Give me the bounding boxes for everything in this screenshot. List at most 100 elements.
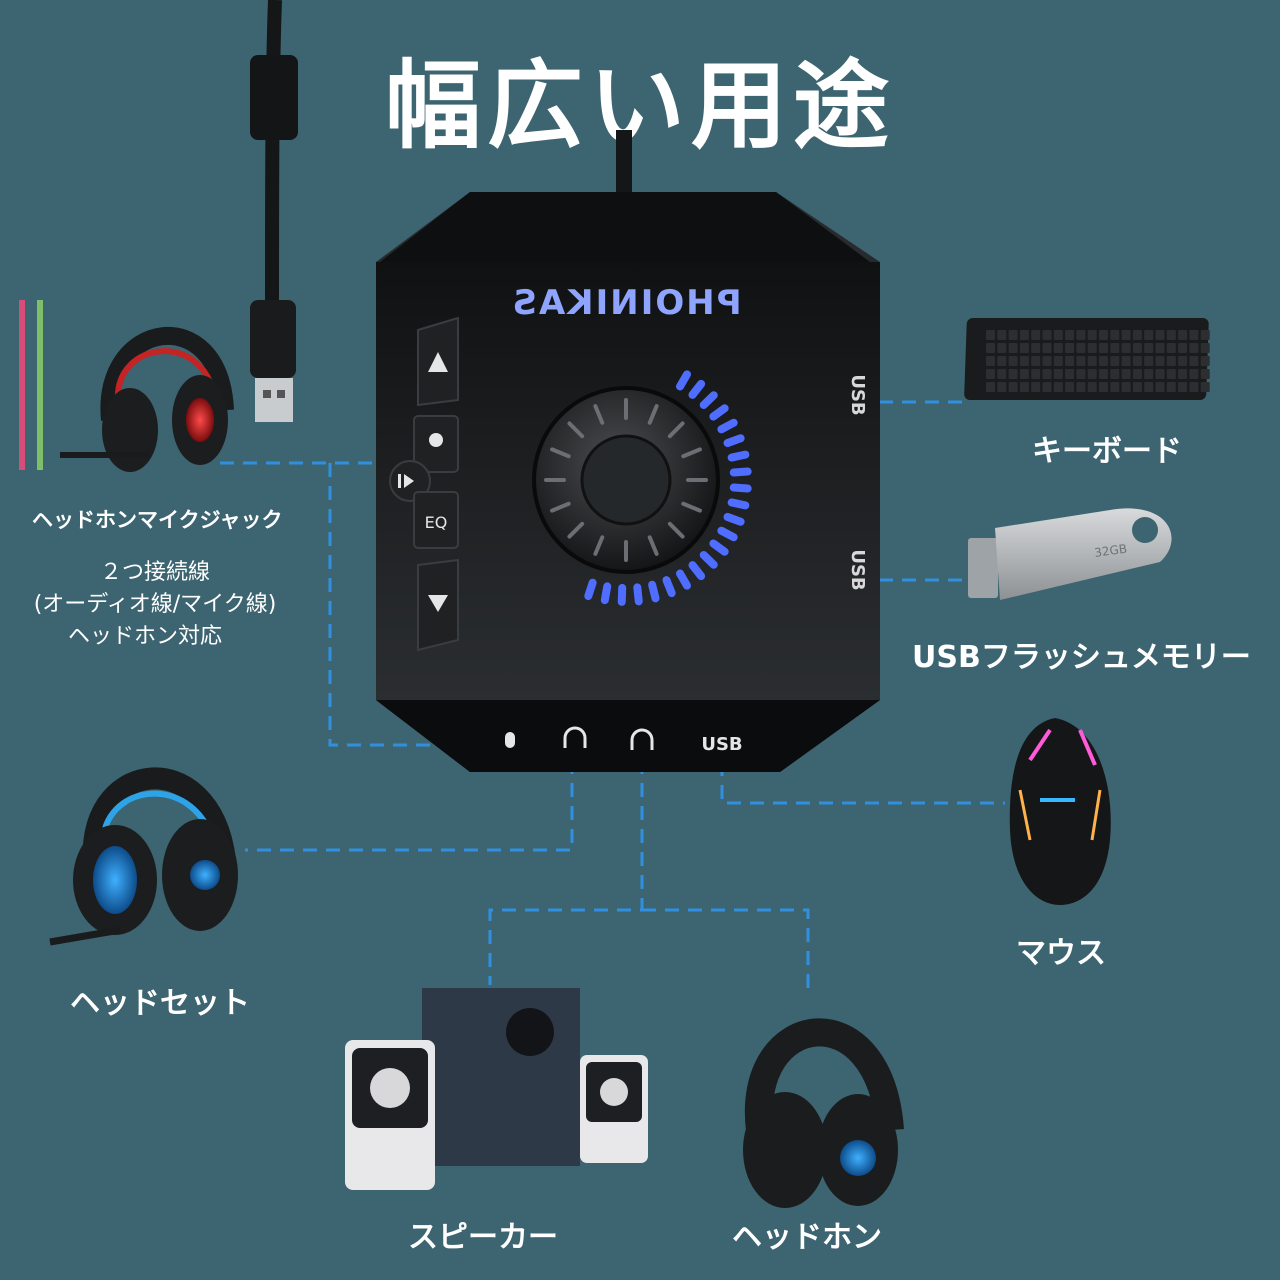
headphone-label: ヘッドホン [732,1220,882,1255]
keyboard-key [1042,382,1052,392]
led-segment [633,583,643,606]
headphone-port-icon [630,728,654,750]
usb-cable [250,0,298,422]
knob-grip-tick [567,421,585,439]
keyboard-key [1200,343,1210,353]
keyboard-key [1042,330,1052,340]
keyboard-key [1110,369,1120,379]
keyboard-key [1087,382,1097,392]
led-segment [717,418,738,434]
speaker-image [345,988,648,1190]
keyboard-key [1155,382,1165,392]
keyboard-key [1200,369,1210,379]
knob-grip-tick [593,535,605,556]
page-title: 幅広い用途 [385,50,895,162]
keyboard-key [1166,369,1176,379]
keyboard-key [1099,356,1108,366]
blue-headset-image [49,767,238,946]
keyboard-key [1144,330,1154,340]
keyboard-key [1099,330,1108,340]
keyboard-key [1053,343,1063,353]
led-segment [688,379,706,399]
keyboard-key [1031,356,1041,366]
device-brand: PHOINIKAS [510,283,741,323]
keyboard-key [1189,343,1199,353]
usb-flash-image: 32GB [968,508,1172,600]
keyboard-key [1099,343,1108,353]
keyboard-key [986,330,995,340]
keyboard-key [1121,382,1131,392]
keyboard-key [1076,356,1086,366]
keyboard-key [986,369,995,379]
keyboard-key [1031,343,1041,353]
keyboard-key [1076,369,1086,379]
keyboard-key [986,382,995,392]
keyboard-key [1166,330,1176,340]
keyboard-key [1053,369,1063,379]
keyboard-key [1110,330,1120,340]
keyboard-label: キーボード [1032,434,1182,469]
keyboard-key [1166,343,1176,353]
keyboard-key [1087,369,1097,379]
headphone-image [743,1018,904,1208]
keyboard-key [1099,369,1108,379]
keyboard-key [1019,356,1029,366]
keyboard-key [1053,356,1063,366]
keyboard-key [1144,356,1154,366]
keyboard-key [1178,382,1188,392]
keyboard-key [1019,343,1029,353]
keyboard-key [1065,343,1075,353]
two-wire-label-line3: ヘッドホン対応 [67,624,222,649]
led-segment [688,561,706,581]
knob-grip-tick [647,535,659,556]
led-segment [676,370,691,391]
led-segment [717,526,738,542]
keyboard-key [1166,356,1176,366]
keyboard-key [1121,369,1131,379]
led-segment [723,434,745,448]
keyboard-key [997,343,1007,353]
keyboard-key [1076,382,1086,392]
mic-port-icon [505,732,515,748]
keyboard-key [1121,356,1131,366]
keyboard-key [1042,343,1052,353]
keyboard-key [1178,330,1188,340]
keyboard-key [1110,343,1120,353]
keyboard-key [1019,369,1029,379]
keyboard-key [1042,356,1052,366]
keyboard-key [997,382,1007,392]
usb-port-label-bottom: USB [701,734,742,755]
led-segment [723,512,745,526]
keyboard-key [1053,382,1063,392]
keyboard-key [997,330,1007,340]
knob-grip-tick [593,404,605,425]
line-headphone [642,908,810,990]
keyboard-key [1132,356,1142,366]
keyboard-key [1132,343,1142,353]
keyboard-key [1178,343,1188,353]
eq-button-label: EQ [425,513,448,532]
keyboard-key [1189,356,1199,366]
led-segment [727,498,750,510]
keyboard-key [1065,369,1075,379]
led-segment [727,450,750,462]
keyboard-key [1031,369,1041,379]
keyboard-key [1099,382,1108,392]
line-speaker [488,760,644,985]
keyboard-key [1178,356,1188,366]
keyboard-key [1144,382,1154,392]
keyboard-key [1144,343,1154,353]
keyboard-key [1031,330,1041,340]
keyboard-key [997,356,1007,366]
keyboard-key [1155,369,1165,379]
keyboard-key [1189,369,1199,379]
keyboard-key [1110,382,1120,392]
knob-grip-tick [567,521,585,539]
knob-grip-tick [667,521,685,539]
keyboard-key [1008,382,1018,392]
usb-port-label-top: USB [847,374,868,415]
led-segment [729,467,752,477]
knob-grip-tick [550,501,571,513]
led-segment [648,580,660,603]
headset-label: ヘッドセット [70,986,250,1021]
